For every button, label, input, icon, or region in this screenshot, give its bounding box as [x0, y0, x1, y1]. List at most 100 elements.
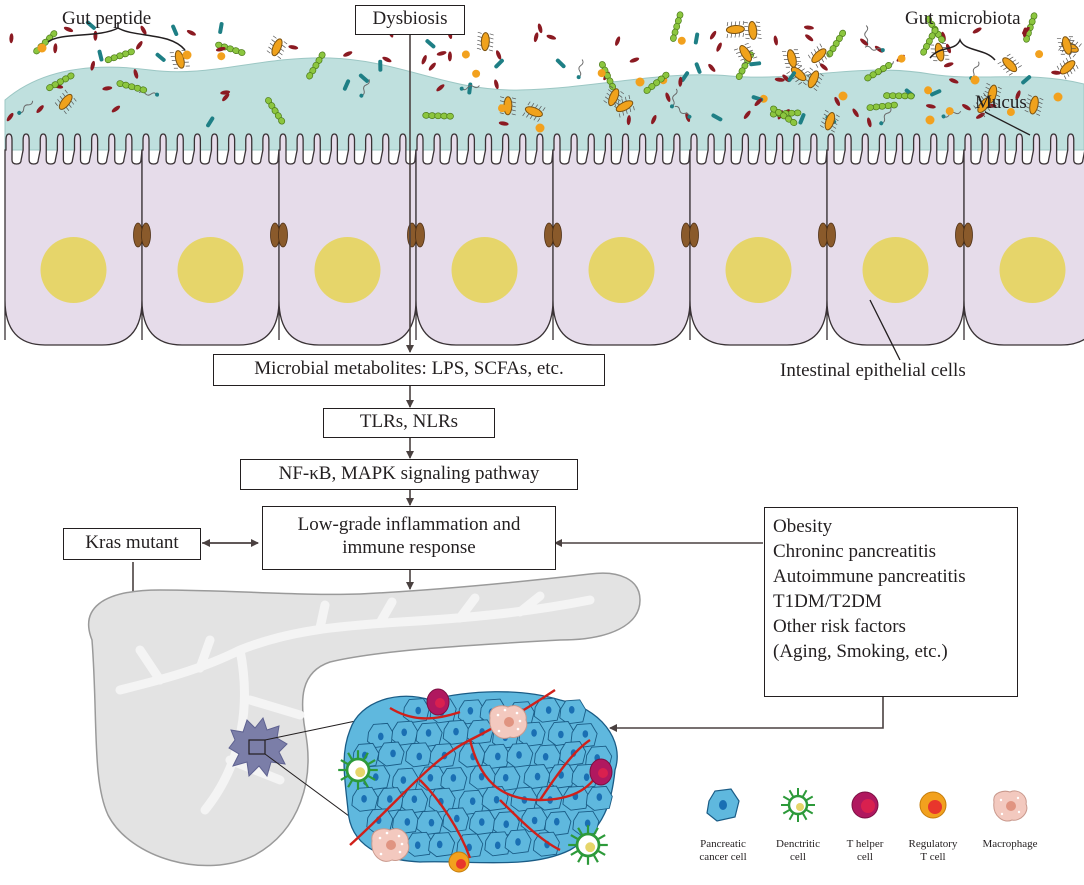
legend-line: Pancreatic	[700, 838, 746, 850]
microbe	[459, 85, 480, 91]
gut-peptide-dot	[182, 50, 192, 60]
legend-label-macrophage: Macrophage	[970, 838, 1050, 851]
epithelial-pointer	[869, 299, 901, 361]
microbe	[997, 53, 1022, 76]
intestinal-epithelial-cells-label: Intestinal epithelial cells	[780, 360, 966, 381]
microbe	[425, 39, 436, 49]
cancer-cell	[585, 785, 613, 811]
cancer-cell	[523, 764, 551, 789]
nucleus	[862, 237, 929, 303]
cancer-cell	[520, 807, 548, 833]
tight-junction	[826, 222, 836, 248]
blood-vessel	[468, 739, 602, 802]
microbe	[342, 79, 351, 91]
microbe	[1035, 50, 1044, 59]
microbe	[787, 71, 797, 82]
tight-junction	[963, 222, 973, 248]
microbe	[422, 112, 454, 120]
microbe	[537, 23, 543, 34]
gut-peptide-dot	[925, 115, 935, 125]
nucleus	[725, 237, 792, 303]
dendritic-cell	[568, 825, 608, 865]
risk-factor-item: Autoimmune pancreatitis	[773, 566, 966, 587]
microbe	[494, 58, 504, 69]
tight-junction	[689, 222, 699, 248]
gut-peptide-dot	[635, 77, 645, 87]
gut-peptide-dot	[838, 91, 848, 101]
cancer-cell	[366, 808, 394, 834]
dendritic-cell	[338, 750, 378, 790]
microbe	[476, 31, 494, 52]
legend	[706, 788, 1028, 822]
microbe	[54, 89, 77, 115]
microbe	[803, 25, 814, 30]
microbe	[215, 41, 246, 56]
signaling-box: NF-κB, MAPK signaling pathway	[240, 459, 578, 490]
microbe	[133, 69, 139, 79]
microbe	[46, 72, 75, 92]
microbe	[220, 90, 231, 95]
cancer-cell	[504, 829, 532, 855]
microbe	[97, 49, 104, 62]
microbe	[614, 94, 635, 118]
nucleus	[588, 237, 655, 303]
microbe	[17, 100, 34, 115]
microbe	[599, 61, 616, 91]
cancer-cell	[391, 720, 419, 746]
microbe	[972, 27, 982, 34]
gut-microbes	[6, 11, 1082, 133]
macrophage	[371, 828, 410, 862]
microbe	[867, 117, 872, 128]
cancer-cell	[493, 766, 521, 792]
microbe	[90, 60, 95, 71]
microbe	[716, 42, 722, 52]
microbe	[665, 92, 671, 102]
microbe	[808, 43, 830, 68]
microbe	[217, 52, 226, 61]
microbe	[306, 51, 326, 80]
microbe	[749, 61, 762, 67]
microbe	[546, 34, 557, 40]
cancer-cell	[506, 742, 534, 768]
microbe	[669, 88, 678, 109]
tight-junction	[278, 222, 288, 248]
cancer-cell	[377, 741, 405, 767]
microbe	[53, 43, 58, 54]
microbe	[1022, 27, 1027, 38]
cancer-cell	[547, 721, 575, 746]
microbe	[930, 89, 942, 97]
cancer-cell	[468, 810, 496, 835]
microbe	[770, 105, 798, 126]
blood-vessel	[349, 689, 556, 846]
tight-junction	[141, 222, 151, 248]
risk-factor-item: Chroninc pancreatitis	[773, 541, 937, 562]
microbe	[288, 45, 299, 50]
pancreatic-cancer-cell-icon	[706, 788, 740, 822]
microbe	[222, 93, 230, 102]
risk-factor-item: T1DM/T2DM	[773, 591, 882, 612]
microbe	[169, 50, 190, 69]
dysbiosis-box: Dysbiosis	[355, 5, 465, 35]
microbe	[693, 32, 700, 45]
cancer-cell	[533, 744, 561, 770]
microbe	[803, 67, 824, 92]
legend-line: cancer cell	[699, 851, 747, 863]
microbe	[603, 85, 625, 109]
microbe	[85, 20, 96, 30]
microbe	[677, 36, 686, 45]
microbe	[670, 11, 684, 42]
mucus-pointer	[984, 111, 1031, 136]
microbe	[436, 51, 447, 56]
receptors-box: TLRs, NLRs	[323, 408, 495, 438]
legend-line: cell	[790, 851, 806, 863]
microbe	[266, 35, 288, 59]
microbe	[6, 112, 14, 122]
microbe	[643, 71, 670, 94]
microbe	[358, 73, 369, 83]
microbe	[943, 62, 954, 68]
microbe	[864, 45, 885, 53]
